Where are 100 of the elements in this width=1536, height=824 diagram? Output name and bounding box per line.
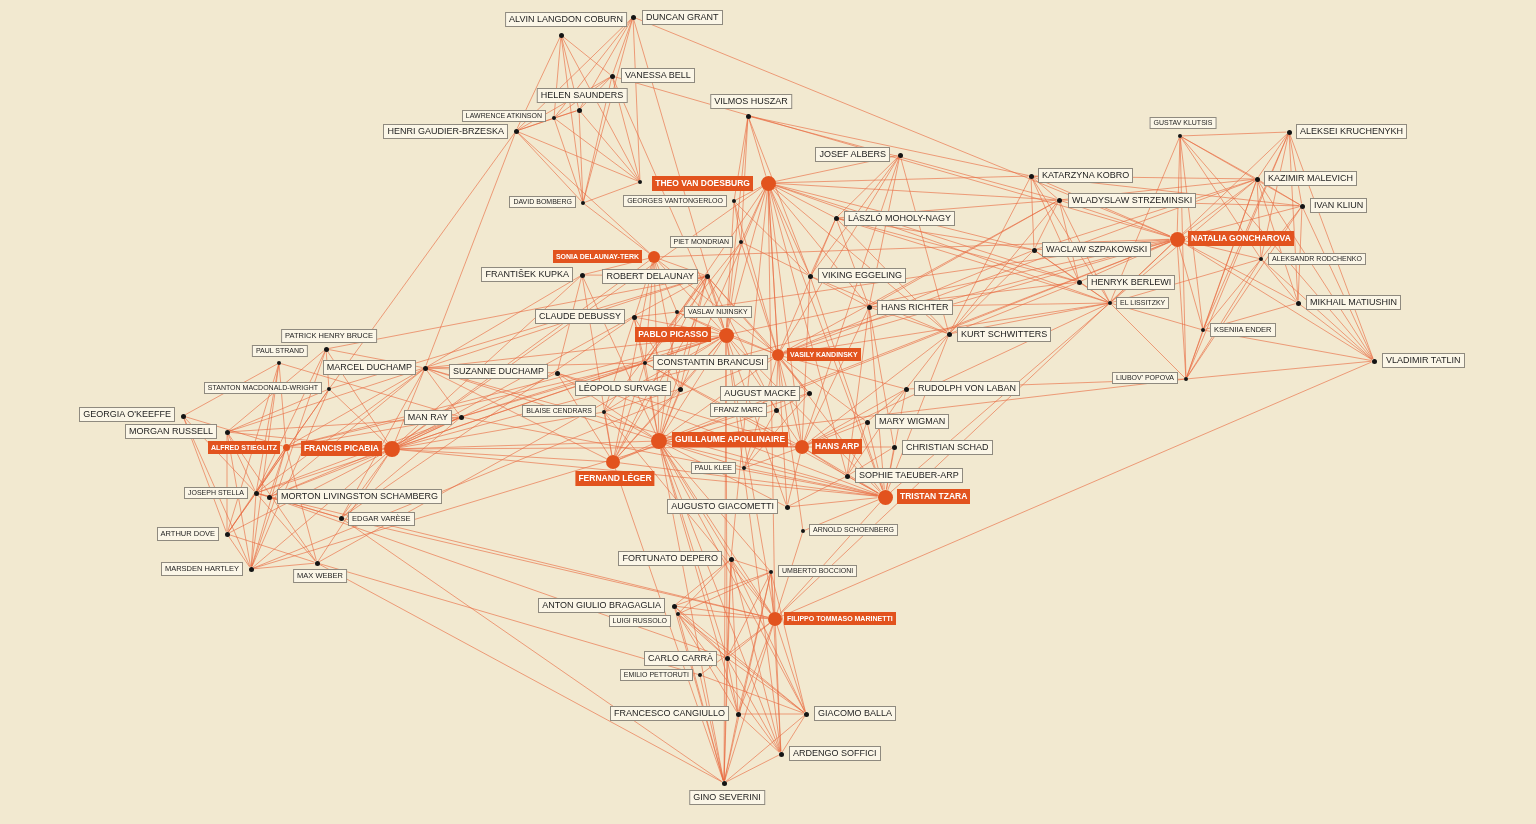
name-label: MAN RAY bbox=[403, 410, 452, 425]
name-label: KAZIMIR MALEVICH bbox=[1264, 171, 1357, 186]
node-dot bbox=[1056, 197, 1062, 203]
name-label: CONSTANTIN BRANCUSI bbox=[653, 355, 768, 370]
name-label: SUZANNE DUCHAMP bbox=[449, 364, 548, 379]
node-dot bbox=[554, 370, 560, 376]
node-dot bbox=[675, 310, 679, 314]
name-label: VLADIMIR TATLIN bbox=[1382, 353, 1465, 368]
name-label: WLADYSLAW STRZEMINSKI bbox=[1068, 193, 1197, 208]
node-dot bbox=[1108, 301, 1112, 305]
name-label: FRANCESCO CANGIULLO bbox=[609, 706, 729, 721]
node-dot bbox=[1201, 328, 1205, 332]
node-dot bbox=[806, 390, 812, 396]
node-dot bbox=[314, 560, 320, 566]
name-label: LÉOPOLD SURVAGE bbox=[574, 381, 671, 396]
node-dot bbox=[1286, 129, 1292, 135]
node-dot bbox=[801, 529, 805, 533]
highlighted-name-label: NATALIA GONCHAROVA bbox=[1188, 231, 1294, 246]
node-dot bbox=[784, 504, 790, 510]
node-dot bbox=[609, 73, 615, 79]
highlighted-name-label: FERNAND LÉGER bbox=[575, 471, 655, 486]
hub-node-dot bbox=[718, 327, 734, 343]
node-dot bbox=[224, 429, 230, 435]
node-dot bbox=[903, 386, 909, 392]
highlighted-name-label: THEO VAN DOESBURG bbox=[652, 176, 753, 191]
name-label: HELEN SAUNDERS bbox=[536, 88, 628, 103]
name-label: MARY WIGMAN bbox=[875, 414, 950, 429]
node-dot bbox=[742, 466, 746, 470]
name-label: SOPHIE TAEUBER-ARP bbox=[855, 468, 963, 483]
highlighted-name-label: FRANCIS PICABIA bbox=[300, 441, 382, 456]
name-label: KURT SCHWITTERS bbox=[957, 327, 1052, 342]
name-label: WACLAW SZPAKOWSKI bbox=[1042, 242, 1152, 257]
name-label: GINO SEVERINI bbox=[689, 790, 765, 805]
node-dot bbox=[735, 711, 741, 717]
node-dot bbox=[769, 570, 773, 574]
node-dot bbox=[224, 531, 230, 537]
node-dot bbox=[581, 201, 585, 205]
name-label: HANS RICHTER bbox=[877, 300, 953, 315]
node-dot bbox=[1028, 173, 1034, 179]
node-dot bbox=[897, 152, 903, 158]
node-dot bbox=[1031, 247, 1037, 253]
node-dot bbox=[277, 361, 281, 365]
node-dot bbox=[671, 603, 677, 609]
node-dot bbox=[638, 180, 642, 184]
node-dot bbox=[1259, 257, 1263, 261]
node-dot bbox=[180, 413, 186, 419]
name-label: MIKHAIL MATIUSHIN bbox=[1306, 295, 1401, 310]
node-dot bbox=[844, 473, 850, 479]
name-label: GEORGIA O'KEEFFE bbox=[79, 407, 175, 422]
node-dot bbox=[558, 32, 564, 38]
node-dot bbox=[1371, 358, 1377, 364]
hub-node-dot bbox=[384, 441, 400, 457]
name-label: CARLO CARRÀ bbox=[644, 651, 717, 666]
name-label: IVAN KLIUN bbox=[1310, 198, 1368, 213]
name-label: ANTON GIULIO BRAGAGLIA bbox=[538, 598, 665, 613]
node-dot bbox=[338, 515, 344, 521]
node-dot bbox=[458, 414, 464, 420]
node-dot bbox=[704, 273, 710, 279]
node-dot bbox=[552, 116, 556, 120]
node-dot bbox=[1254, 176, 1260, 182]
node-dot bbox=[891, 444, 897, 450]
node-dot bbox=[677, 386, 683, 392]
name-label: ALVIN LANGDON COBURN bbox=[505, 12, 627, 27]
hub-node-dot bbox=[795, 440, 809, 454]
node-dot bbox=[248, 566, 254, 572]
node-dot bbox=[1299, 203, 1305, 209]
node-dot bbox=[739, 240, 743, 244]
name-label: HENRYK BERLEWI bbox=[1087, 275, 1176, 290]
hub-node-dot bbox=[877, 489, 893, 505]
node-dot bbox=[630, 14, 636, 20]
node-dot bbox=[698, 673, 702, 677]
node-dot bbox=[1295, 300, 1301, 306]
hub-node-dot bbox=[760, 175, 776, 191]
name-label: LÁSZLÓ MOHOLY-NAGY bbox=[844, 211, 956, 226]
node-dot bbox=[513, 128, 519, 134]
hub-node-dot bbox=[768, 612, 782, 626]
name-label: CLAUDE DEBUSSY bbox=[534, 309, 625, 324]
hub-node-dot bbox=[651, 433, 667, 449]
name-label: ALEKSEI KRUCHENYKH bbox=[1296, 124, 1408, 139]
name-label: MORGAN RUSSELL bbox=[124, 424, 217, 439]
node-dot bbox=[643, 361, 647, 365]
name-label: AUGUST MACKE bbox=[720, 386, 800, 401]
name-label: FRANTIŠEK KUPKA bbox=[481, 267, 573, 282]
name-label: HENRI GAUDIER-BRZESKA bbox=[383, 124, 508, 139]
node-dot bbox=[833, 215, 839, 221]
name-label: MORTON LIVINGSTON SCHAMBERG bbox=[277, 489, 443, 504]
name-label: VANESSA BELL bbox=[621, 68, 695, 83]
node-dot bbox=[732, 199, 736, 203]
hub-node-dot bbox=[606, 455, 620, 469]
hub-node-dot bbox=[648, 251, 660, 263]
node-dot bbox=[576, 107, 582, 113]
node-dot bbox=[253, 490, 259, 496]
name-label: ARDENGO SOFFICI bbox=[789, 746, 881, 761]
name-label: CHRISTIAN SCHAD bbox=[902, 440, 993, 455]
node-dot bbox=[602, 410, 606, 414]
node-dot bbox=[323, 346, 329, 352]
name-label: DUNCAN GRANT bbox=[642, 10, 723, 25]
node-dot bbox=[1178, 134, 1182, 138]
hub-node-dot bbox=[772, 349, 784, 361]
name-label: ROBERT DELAUNAY bbox=[602, 269, 698, 284]
